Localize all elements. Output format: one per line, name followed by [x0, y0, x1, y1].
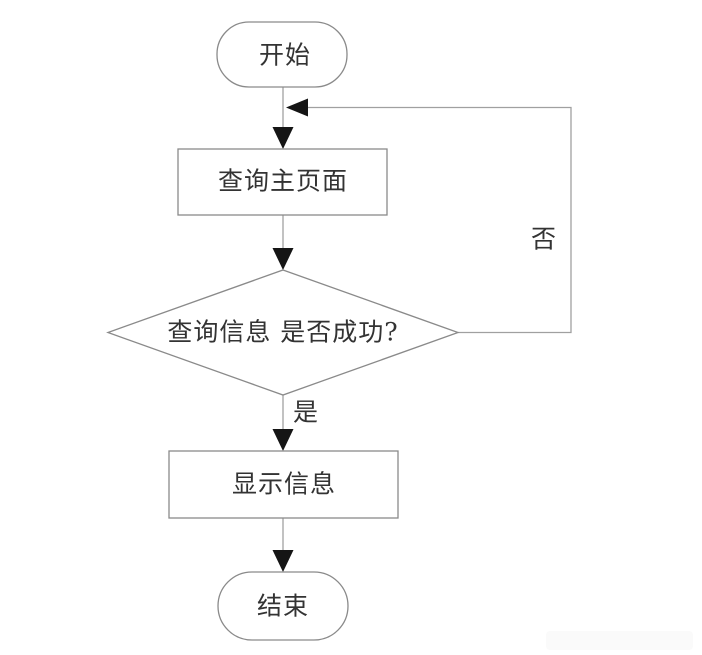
yes-edge-label: 是	[293, 398, 319, 427]
arrowhead-into-decision	[272, 248, 294, 270]
arrowhead-into-end	[272, 550, 294, 572]
end-label: 结束	[257, 592, 309, 621]
start-terminator	[216, 21, 348, 88]
query-page-process	[177, 148, 388, 216]
no-edge-label: 否	[531, 225, 557, 254]
loop-left-arrowhead	[286, 98, 308, 117]
decision-diamond	[106, 269, 460, 396]
arrowhead-into-query	[272, 127, 294, 149]
watermark	[546, 631, 693, 650]
display-label: 显示信息	[232, 470, 336, 499]
end-terminator	[217, 571, 349, 641]
display-process	[168, 450, 399, 519]
decision-label: 查询信息 是否成功?	[167, 318, 398, 347]
no-branch-connector	[290, 106, 572, 334]
arrowhead-into-display	[272, 429, 294, 451]
start-label: 开始	[259, 41, 311, 70]
query-page-label: 查询主页面	[218, 167, 348, 196]
